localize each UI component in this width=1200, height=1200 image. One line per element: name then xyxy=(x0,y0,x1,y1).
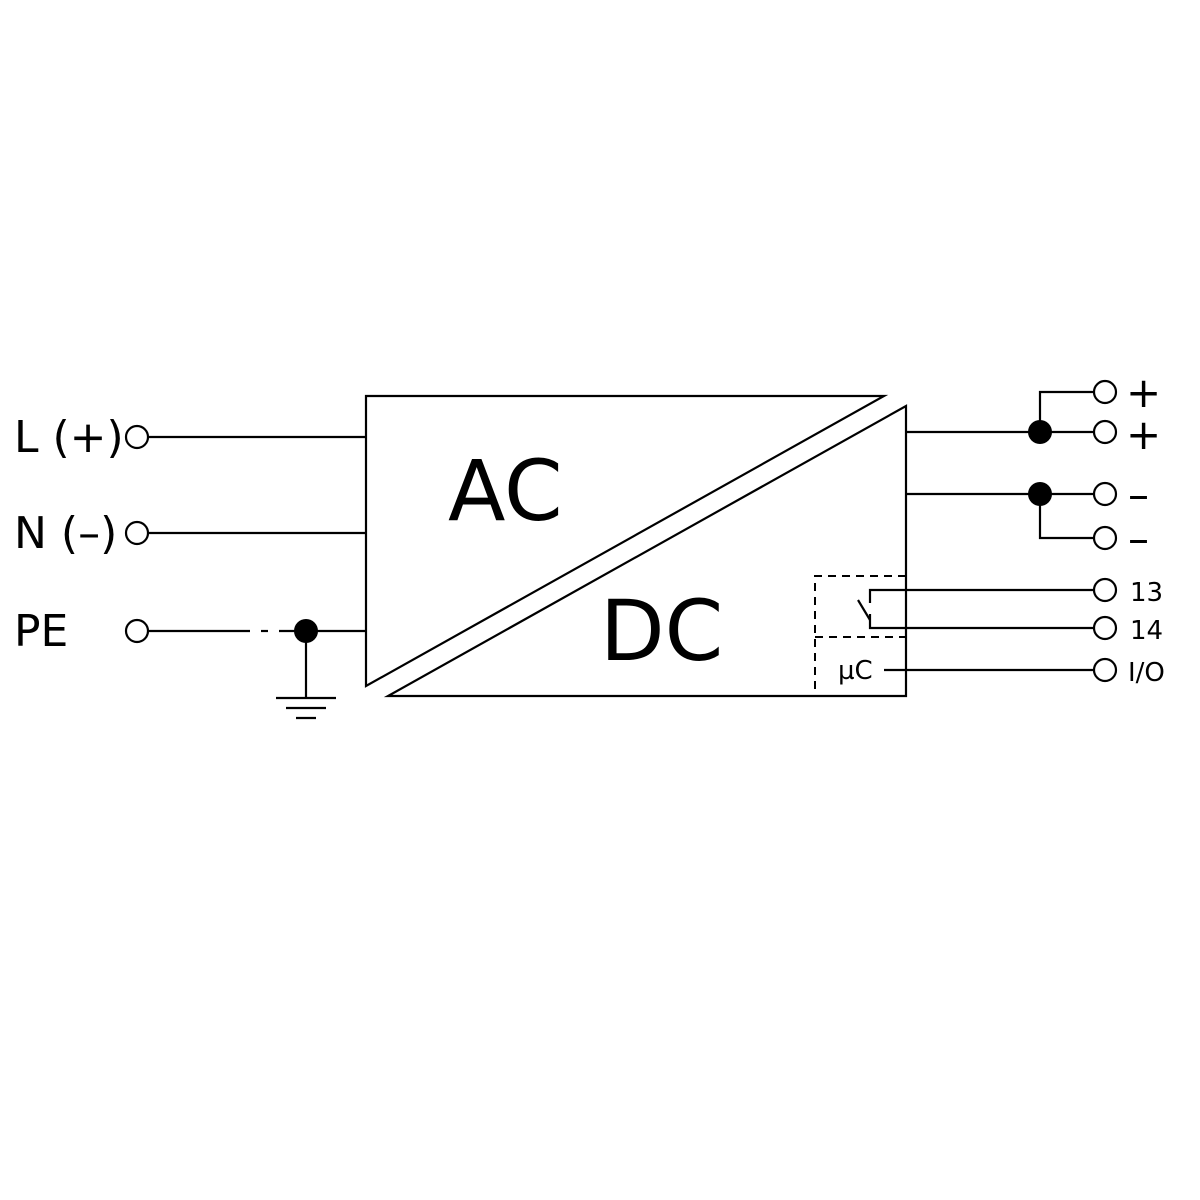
input-terminal-neutral xyxy=(124,520,150,546)
input-label-neutral: N (–) xyxy=(14,508,117,559)
output-terminal-minus-2 xyxy=(1092,525,1118,551)
output-label-io: I/O xyxy=(1128,658,1165,688)
microcontroller-label: µC xyxy=(838,656,873,686)
output-terminal-plus-1 xyxy=(1092,379,1118,405)
ac-section-outline xyxy=(364,394,889,688)
output-terminal-io xyxy=(1092,657,1118,683)
output-terminal-13 xyxy=(1092,577,1118,603)
output-label-14: 14 xyxy=(1130,616,1163,646)
input-label-line: L (+) xyxy=(14,412,124,463)
output-label-plus-2: + xyxy=(1126,410,1161,459)
input-terminal-line xyxy=(124,424,150,450)
dc-section-outline xyxy=(383,404,908,698)
ground-icon xyxy=(276,696,336,720)
wire-minus-branch xyxy=(1038,494,1095,540)
output-label-minus-2: – xyxy=(1128,514,1149,563)
input-label-pe: PE xyxy=(14,606,68,657)
dc-label: DC xyxy=(600,582,723,680)
output-terminal-14 xyxy=(1092,615,1118,641)
output-terminal-minus-1 xyxy=(1092,481,1118,507)
relay-dashed-outline xyxy=(814,575,906,696)
wire-plus-branch xyxy=(1038,390,1095,432)
ac-label: AC xyxy=(448,442,563,540)
output-label-plus-1: + xyxy=(1126,368,1161,417)
output-label-minus-1: – xyxy=(1128,470,1149,519)
output-terminal-plus-2 xyxy=(1092,419,1118,445)
input-terminal-pe xyxy=(124,618,150,644)
output-label-13: 13 xyxy=(1130,578,1163,608)
relay-contact-icon xyxy=(857,588,1095,630)
